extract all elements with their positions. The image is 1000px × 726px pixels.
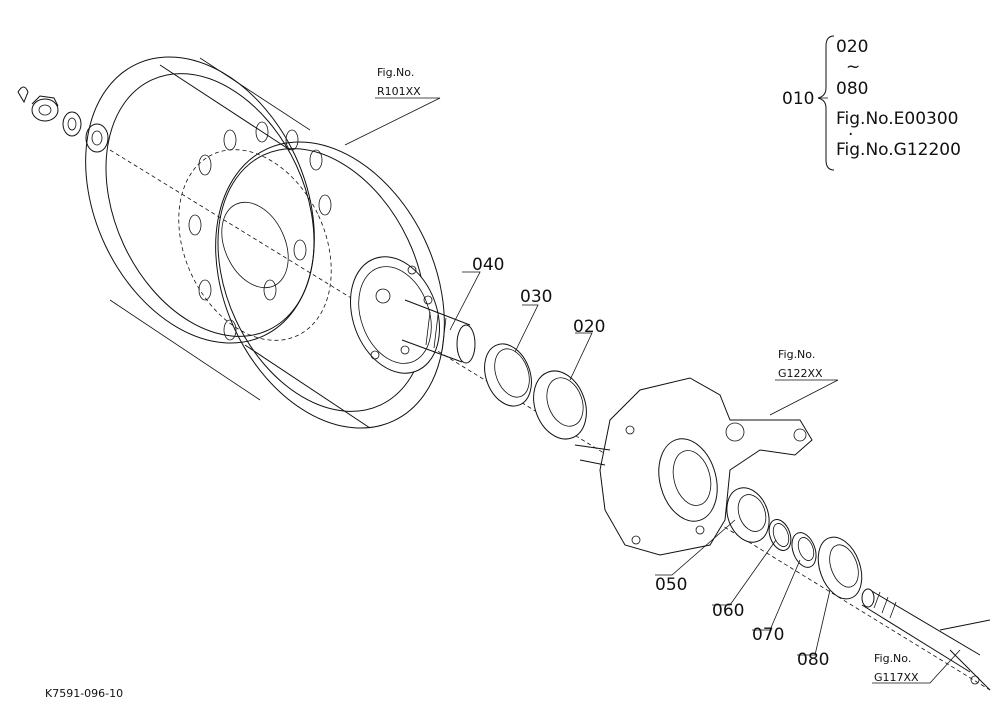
wheel-rim <box>85 56 445 429</box>
assembly-bracket: 010 020 ~ 080 Fig.No.E00300 · Fig.No.G12… <box>782 35 961 171</box>
nut-and-washers <box>17 86 109 153</box>
callout-030: 030 <box>520 287 552 307</box>
bearing-020 <box>533 370 587 440</box>
leader-wheel-ref <box>344 97 441 146</box>
snap-ring-060 <box>768 519 792 551</box>
assembly-ref-1: Fig.No.E00300 <box>836 109 959 129</box>
wheel-fig-label: Fig.No. <box>377 66 414 79</box>
shaft-fig-code: G117XX <box>874 671 919 684</box>
assembly-ref-2: Fig.No.G12200 <box>836 140 961 160</box>
axle-housing <box>574 377 813 556</box>
oil-seal-080 <box>817 536 863 600</box>
callout-060: 060 <box>712 601 744 621</box>
hub-spindle <box>350 256 476 374</box>
shaft-fig-label: Fig.No. <box>874 652 911 665</box>
collar-070 <box>791 532 817 568</box>
leader-020 <box>569 332 593 381</box>
bearing-050 <box>726 487 770 543</box>
leader-housing-ref <box>769 379 839 416</box>
callout-040: 040 <box>472 255 504 275</box>
callout-070: 070 <box>752 625 784 645</box>
leader-050 <box>655 519 736 576</box>
leader-080 <box>797 589 831 656</box>
axle-shaft <box>861 588 991 691</box>
assembly-ref-dot: · <box>848 125 853 145</box>
range-end: 080 <box>836 79 868 99</box>
leader-070 <box>752 559 801 631</box>
housing-fig-code: G122XX <box>778 367 823 380</box>
drawing-id: K7591-096-10 <box>45 687 123 700</box>
oil-seal-030 <box>484 343 532 407</box>
leader-040 <box>449 271 481 331</box>
wheel-fig-code: R101XX <box>377 85 421 98</box>
housing-fig-label: Fig.No. <box>778 348 815 361</box>
callout-050: 050 <box>655 575 687 595</box>
callout-020: 020 <box>573 317 605 337</box>
leader-shaft-ref <box>872 649 961 684</box>
callout-080: 080 <box>797 650 829 670</box>
leader-030 <box>514 304 539 353</box>
range-start: 020 <box>836 37 868 57</box>
leader-060 <box>712 539 777 606</box>
assembly-number: 010 <box>782 89 814 109</box>
range-tilde: ~ <box>846 57 860 77</box>
